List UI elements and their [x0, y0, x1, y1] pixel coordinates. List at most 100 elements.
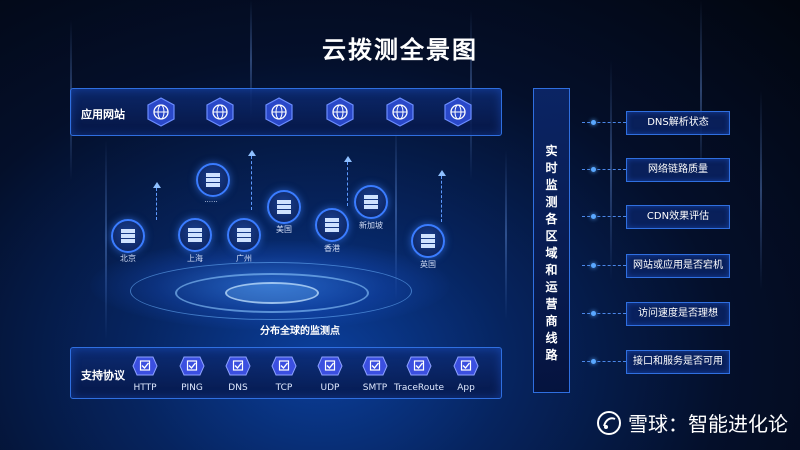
node-label-guangzhou: 广州: [236, 254, 252, 263]
watermark: 雪球：智能进化论: [596, 408, 788, 437]
upload-arrow: [344, 156, 352, 206]
node-label-hongkong: 香港: [324, 244, 340, 253]
protocol-udp[interactable]: UDP: [302, 356, 358, 393]
protocol-smtp[interactable]: SMTP: [347, 356, 403, 393]
monitor-node-uk[interactable]: [411, 224, 445, 258]
feature-api-availability[interactable]: 接口和服务是否可用: [626, 350, 730, 374]
protocol-label: HTTP: [133, 383, 157, 393]
arrow-head-icon: [344, 156, 352, 162]
realtime-monitor-text-line: 实时监测各区域和运营商线路: [545, 144, 558, 362]
protocol-tcp[interactable]: TCP: [256, 356, 312, 393]
snowball-logo-icon: [597, 411, 621, 435]
checkbox-icon: [406, 356, 432, 376]
monitor-node-dots: ......: [204, 196, 218, 204]
protocol-label: SMTP: [362, 383, 388, 393]
checkbox-icon: [225, 356, 251, 376]
light-streak: [760, 90, 762, 290]
globe-ring: [130, 262, 412, 320]
server-icon: [121, 229, 135, 243]
connector-line: [582, 313, 626, 314]
connector-line: [582, 216, 626, 217]
node-label-shanghai: 上海: [187, 254, 203, 263]
watermark-text: 雪球：智能进化论: [628, 412, 788, 436]
globe-ring: [225, 282, 319, 304]
light-streak: [610, 60, 612, 280]
monitor-node-singapore[interactable]: [354, 185, 388, 219]
connector-dot: [591, 214, 596, 219]
protocol-http[interactable]: HTTP: [117, 356, 173, 393]
node-label-singapore: 新加坡: [359, 221, 383, 230]
protocol-traceroute[interactable]: TraceRoute: [391, 356, 447, 393]
checkbox-icon: [271, 356, 297, 376]
connector-dot: [591, 263, 596, 268]
node-label-usa: 美国: [276, 225, 292, 234]
protocol-label: UDP: [320, 383, 340, 393]
monitor-node-beijing[interactable]: [111, 219, 145, 253]
upload-arrow: [248, 150, 256, 210]
upload-arrow: [438, 170, 446, 222]
globe-icon[interactable]: [264, 97, 294, 127]
protocol-ping[interactable]: PING: [164, 356, 220, 393]
connector-line: [582, 361, 626, 362]
light-streak: [395, 120, 397, 300]
protocol-dns[interactable]: DNS: [210, 356, 266, 393]
node-label-uk: 英国: [420, 260, 436, 269]
feature-dns-status[interactable]: DNS解析状态: [626, 111, 730, 135]
checkbox-icon: [362, 356, 388, 376]
light-streak: [505, 150, 507, 320]
protocol-label: TraceRoute: [393, 383, 444, 393]
light-streak: [700, 0, 702, 180]
monitor-node-top[interactable]: [196, 163, 230, 197]
protocol-app[interactable]: App: [438, 356, 494, 393]
page-title: 云拨测全景图: [322, 36, 478, 64]
globe-icon[interactable]: [385, 97, 415, 127]
globe-icon[interactable]: [205, 97, 235, 127]
feature-link-quality[interactable]: 网络链路质量: [626, 158, 730, 182]
monitor-caption: 分布全球的监测点: [260, 326, 340, 337]
monitor-node-shanghai[interactable]: [178, 218, 212, 252]
globe-icon[interactable]: [443, 97, 473, 127]
feature-cdn-evaluation[interactable]: CDN效果评估: [626, 205, 730, 229]
app-websites-label: 应用网站: [81, 108, 125, 121]
server-icon: [421, 234, 435, 248]
light-streak: [105, 140, 107, 340]
connector-dot: [591, 359, 596, 364]
protocols-label: 支持协议: [81, 369, 125, 382]
connector-dot: [591, 120, 596, 125]
server-icon: [188, 228, 202, 242]
checkbox-icon: [132, 356, 158, 376]
app-websites-panel: 应用网站: [70, 88, 502, 136]
realtime-monitor-text: 实时监测各区域和运营商线路: [534, 143, 569, 364]
server-icon: [206, 173, 220, 187]
checkbox-icon: [179, 356, 205, 376]
protocol-label: DNS: [228, 383, 248, 393]
checkbox-icon: [317, 356, 343, 376]
monitor-node-hongkong[interactable]: [315, 208, 349, 242]
protocols-panel: 支持协议 HTTP PING DNS TCP UDP SMTP TraceRou…: [70, 347, 502, 399]
feature-speed-check[interactable]: 访问速度是否理想: [626, 302, 730, 326]
globe-icon[interactable]: [325, 97, 355, 127]
light-streak: [250, 0, 252, 120]
monitor-node-usa[interactable]: [267, 190, 301, 224]
monitor-node-guangzhou[interactable]: [227, 218, 261, 252]
server-icon: [237, 228, 251, 242]
connector-line: [582, 265, 626, 266]
connector-line: [582, 169, 626, 170]
server-icon: [364, 195, 378, 209]
protocol-label: TCP: [275, 383, 293, 393]
realtime-monitor-panel: 实时监测各区域和运营商线路: [533, 88, 570, 393]
protocol-label: App: [457, 383, 475, 393]
connector-dot: [591, 311, 596, 316]
server-icon: [325, 218, 339, 232]
node-label-beijing: 北京: [120, 254, 136, 263]
feature-downtime-check[interactable]: 网站或应用是否宕机: [626, 254, 730, 278]
globe-ring: [175, 273, 369, 313]
server-icon: [277, 200, 291, 214]
arrow-head-icon: [153, 182, 161, 188]
checkbox-icon: [453, 356, 479, 376]
upload-arrow: [153, 182, 161, 220]
arrow-head-icon: [438, 170, 446, 176]
connector-dot: [591, 167, 596, 172]
globe-icon[interactable]: [146, 97, 176, 127]
connector-line: [582, 122, 626, 123]
